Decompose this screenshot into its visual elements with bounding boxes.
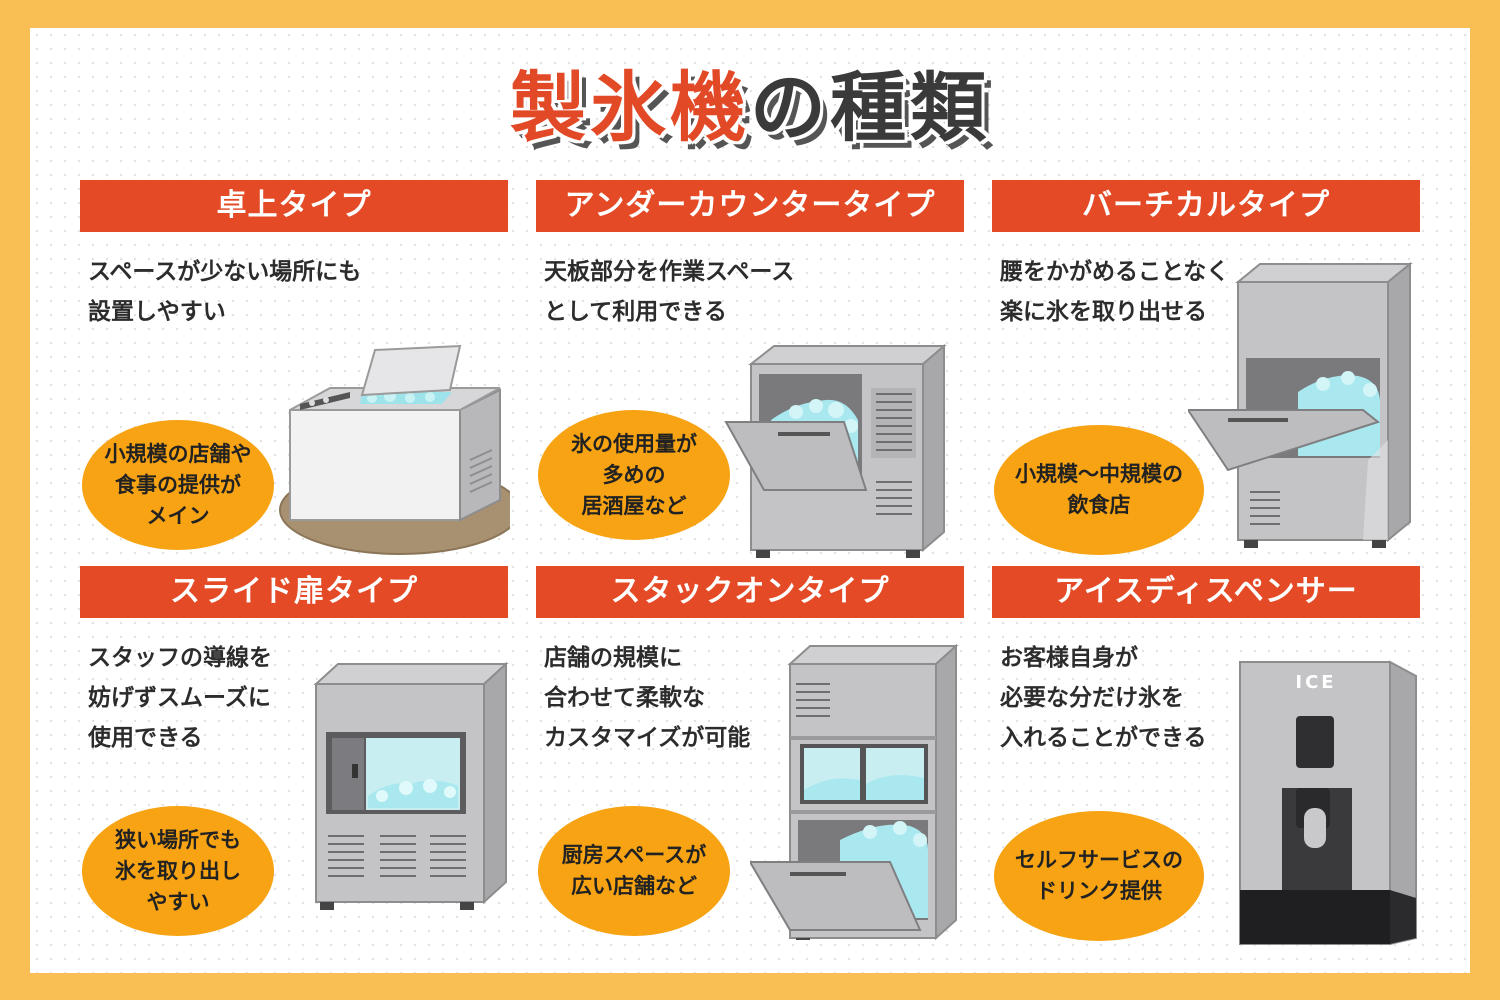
card-label: 卓上タイプ	[80, 180, 508, 232]
card-label: アイスディスペンサー	[992, 566, 1420, 618]
ice-label-text: ICE	[1295, 672, 1337, 693]
card-vertical: バーチカルタイプ 腰をかがめることなく 楽に氷を取り出せる 小規模〜中規模の 飲…	[992, 180, 1420, 555]
card-usage-bubble: セルフサービスの ドリンク提供	[994, 811, 1204, 941]
vertical-ice-machine-illustration	[1188, 261, 1413, 548]
card-description: スペースが少ない場所にも 設置しやすい	[88, 259, 362, 325]
card-description: スタッフの導線を 妨げずスムーズに 使用できる	[88, 645, 272, 751]
title-part-2: の種類	[750, 63, 990, 152]
card-ice-dispenser: アイスディスペンサー お客様自身が 必要な分だけ氷を 入れることができる ICE…	[992, 566, 1420, 946]
title-part-1: 製氷機	[510, 63, 750, 152]
card-tabletop: 卓上タイプ スペースが少ない場所にも 設置しやすい 小規模の店舗や 食事の提供が…	[80, 180, 510, 555]
tabletop-ice-machine-illustration	[279, 344, 510, 555]
card-label: スタックオンタイプ	[536, 566, 964, 618]
infographic-frame: 製氷機の種類 卓上タイプ スペースが少ない場所にも 設置しやすい 小規模の店舗や…	[30, 28, 1470, 973]
card-description: 腰をかがめることなく 楽に氷を取り出せる	[1000, 259, 1230, 325]
card-label: アンダーカウンタータイプ	[536, 180, 964, 232]
card-undercounter: アンダーカウンタータイプ 天板部分を作業スペース として利用できる 氷の使用量が…	[536, 180, 964, 558]
card-usage-bubble: 氷の使用量が 多めの 居酒屋など	[538, 410, 730, 540]
stack-on-ice-machine-illustration	[750, 643, 959, 940]
slide-door-ice-machine-illustration	[313, 661, 509, 910]
card-description: 天板部分を作業スペース として利用できる	[544, 259, 795, 325]
card-label: スライド扉タイプ	[80, 566, 508, 618]
card-usage-bubble: 狭い場所でも 氷を取り出し やすい	[82, 806, 274, 936]
card-label: バーチカルタイプ	[992, 180, 1420, 232]
page-title: 製氷機の種類	[30, 46, 1470, 156]
card-stack-on: スタックオンタイプ 店舗の規模に 合わせて柔軟な カスタマイズが可能 厨房スペー…	[536, 566, 964, 940]
card-usage-bubble: 小規模〜中規模の 飲食店	[994, 425, 1204, 555]
ice-dispenser-illustration: ICE	[1236, 658, 1422, 948]
card-description: 店舗の規模に 合わせて柔軟な カスタマイズが可能	[544, 645, 751, 751]
undercounter-ice-machine-illustration	[724, 343, 947, 558]
card-description: お客様自身が 必要な分だけ氷を 入れることができる	[1000, 645, 1207, 751]
card-usage-bubble: 厨房スペースが 広い店舗など	[538, 806, 730, 936]
card-slide-door: スライド扉タイプ スタッフの導線を 妨げずスムーズに 使用できる 狭い場所でも …	[80, 566, 509, 936]
card-usage-bubble: 小規模の店舗や 食事の提供が メイン	[82, 420, 274, 550]
